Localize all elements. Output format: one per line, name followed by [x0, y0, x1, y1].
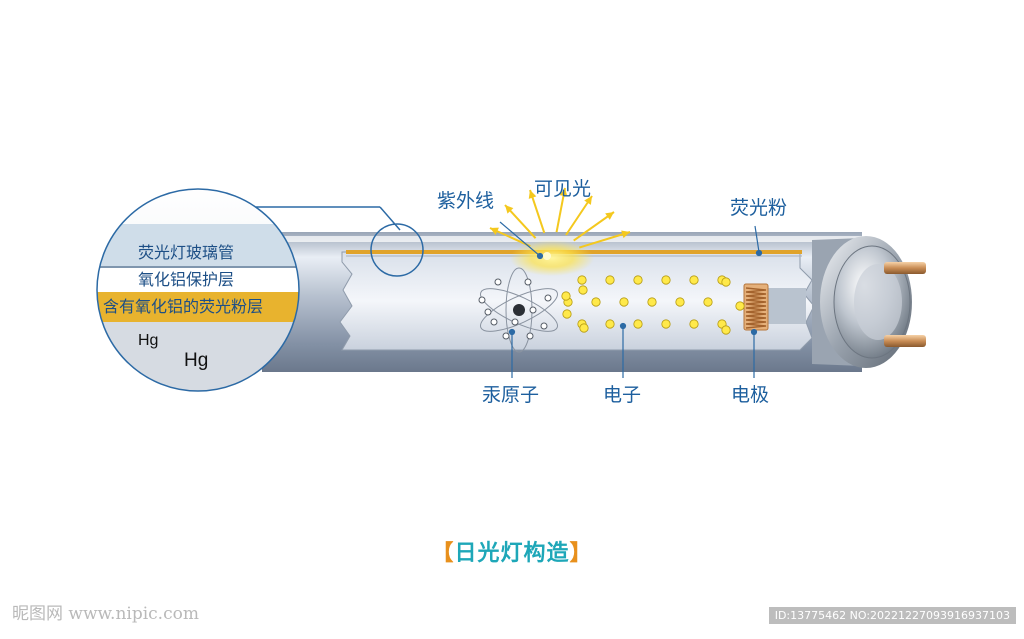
- electron: [689, 275, 699, 285]
- electron: [633, 275, 643, 285]
- ray-arrowhead: [605, 212, 614, 220]
- ray-arrowhead: [490, 227, 499, 235]
- caption-open-bracket: 【: [431, 541, 455, 566]
- caption-close-bracket: 】: [569, 541, 593, 566]
- atom-electron: [490, 318, 498, 326]
- mercury-symbol-small: Hg: [138, 332, 159, 349]
- electron: [562, 309, 572, 319]
- atom-nucleus: [513, 304, 525, 316]
- ray-arrowhead: [559, 188, 568, 197]
- electron-dots: [561, 275, 745, 335]
- atom-electron: [511, 318, 519, 326]
- label-electrons: 电子: [603, 384, 642, 406]
- electron: [721, 325, 731, 335]
- visible-light-rays: [489, 187, 631, 249]
- electron: [577, 275, 587, 285]
- mercury-symbol-large: Hg: [184, 350, 209, 371]
- ray-arrowhead: [505, 205, 514, 214]
- magnified-layers-circle: [96, 188, 300, 392]
- layer-label-alumina: 氧化铝保护层: [138, 270, 235, 289]
- electron: [703, 297, 713, 307]
- label-mercury-atom: 汞原子: [482, 384, 540, 406]
- atom-electron: [526, 332, 534, 340]
- atom-electron: [540, 322, 548, 330]
- atom-electron: [502, 332, 510, 340]
- watermark-left: 昵图网 www.nipic.com: [12, 604, 199, 624]
- layer-label-glass: 荧光灯玻璃管: [138, 243, 235, 262]
- electrode-coil: [743, 283, 806, 331]
- electron: [579, 323, 589, 333]
- atom-electron: [524, 278, 532, 286]
- atom-electron: [529, 306, 537, 314]
- atom-electron: [544, 294, 552, 302]
- electron: [689, 319, 699, 329]
- electron: [633, 319, 643, 329]
- ray: [573, 211, 615, 242]
- electron: [675, 297, 685, 307]
- ray-arrowhead: [584, 196, 592, 205]
- electron: [605, 275, 615, 285]
- atom-electron: [494, 278, 502, 286]
- magnify-target-ring: [370, 223, 424, 277]
- end-cap: [812, 236, 912, 368]
- caption-text: 日光灯构造: [454, 541, 570, 566]
- electron: [661, 275, 671, 285]
- label-uv: 紫外线: [437, 190, 495, 212]
- atom-orbit: [480, 288, 558, 332]
- layer-label-phosphor: 含有氧化铝的荧光粉层: [103, 297, 264, 316]
- pin-bottom: [884, 335, 926, 347]
- ray-arrowhead: [528, 190, 537, 199]
- watermark-bar: 昵图网 www.nipic.com ID:13775462 NO:2022122…: [0, 602, 1024, 635]
- pin-top: [884, 262, 926, 274]
- magnify-line-diag: [379, 206, 401, 231]
- electron: [721, 277, 731, 287]
- electron: [661, 319, 671, 329]
- leader-lines: [499, 221, 763, 378]
- tube-highlight: [262, 236, 862, 242]
- atom-electron: [478, 296, 486, 304]
- watermark-right: ID:13775462 NO:20221227093916937103: [768, 607, 1016, 624]
- ray-arrowhead: [621, 230, 630, 239]
- electron: [735, 301, 745, 311]
- mercury-atom: [478, 267, 558, 353]
- electron: [619, 297, 629, 307]
- electron: [591, 297, 601, 307]
- electron: [561, 291, 571, 301]
- electron: [578, 285, 588, 295]
- ray: [579, 231, 631, 249]
- label-visible-light: 可见光: [534, 178, 592, 200]
- diagram-caption: 【日光灯构造】: [0, 543, 1024, 565]
- atom-electron: [484, 308, 492, 316]
- electron: [647, 297, 657, 307]
- label-electrode: 电极: [731, 384, 770, 406]
- light-emission: [510, 240, 594, 276]
- electron: [605, 319, 615, 329]
- label-phosphor: 荧光粉: [730, 197, 788, 219]
